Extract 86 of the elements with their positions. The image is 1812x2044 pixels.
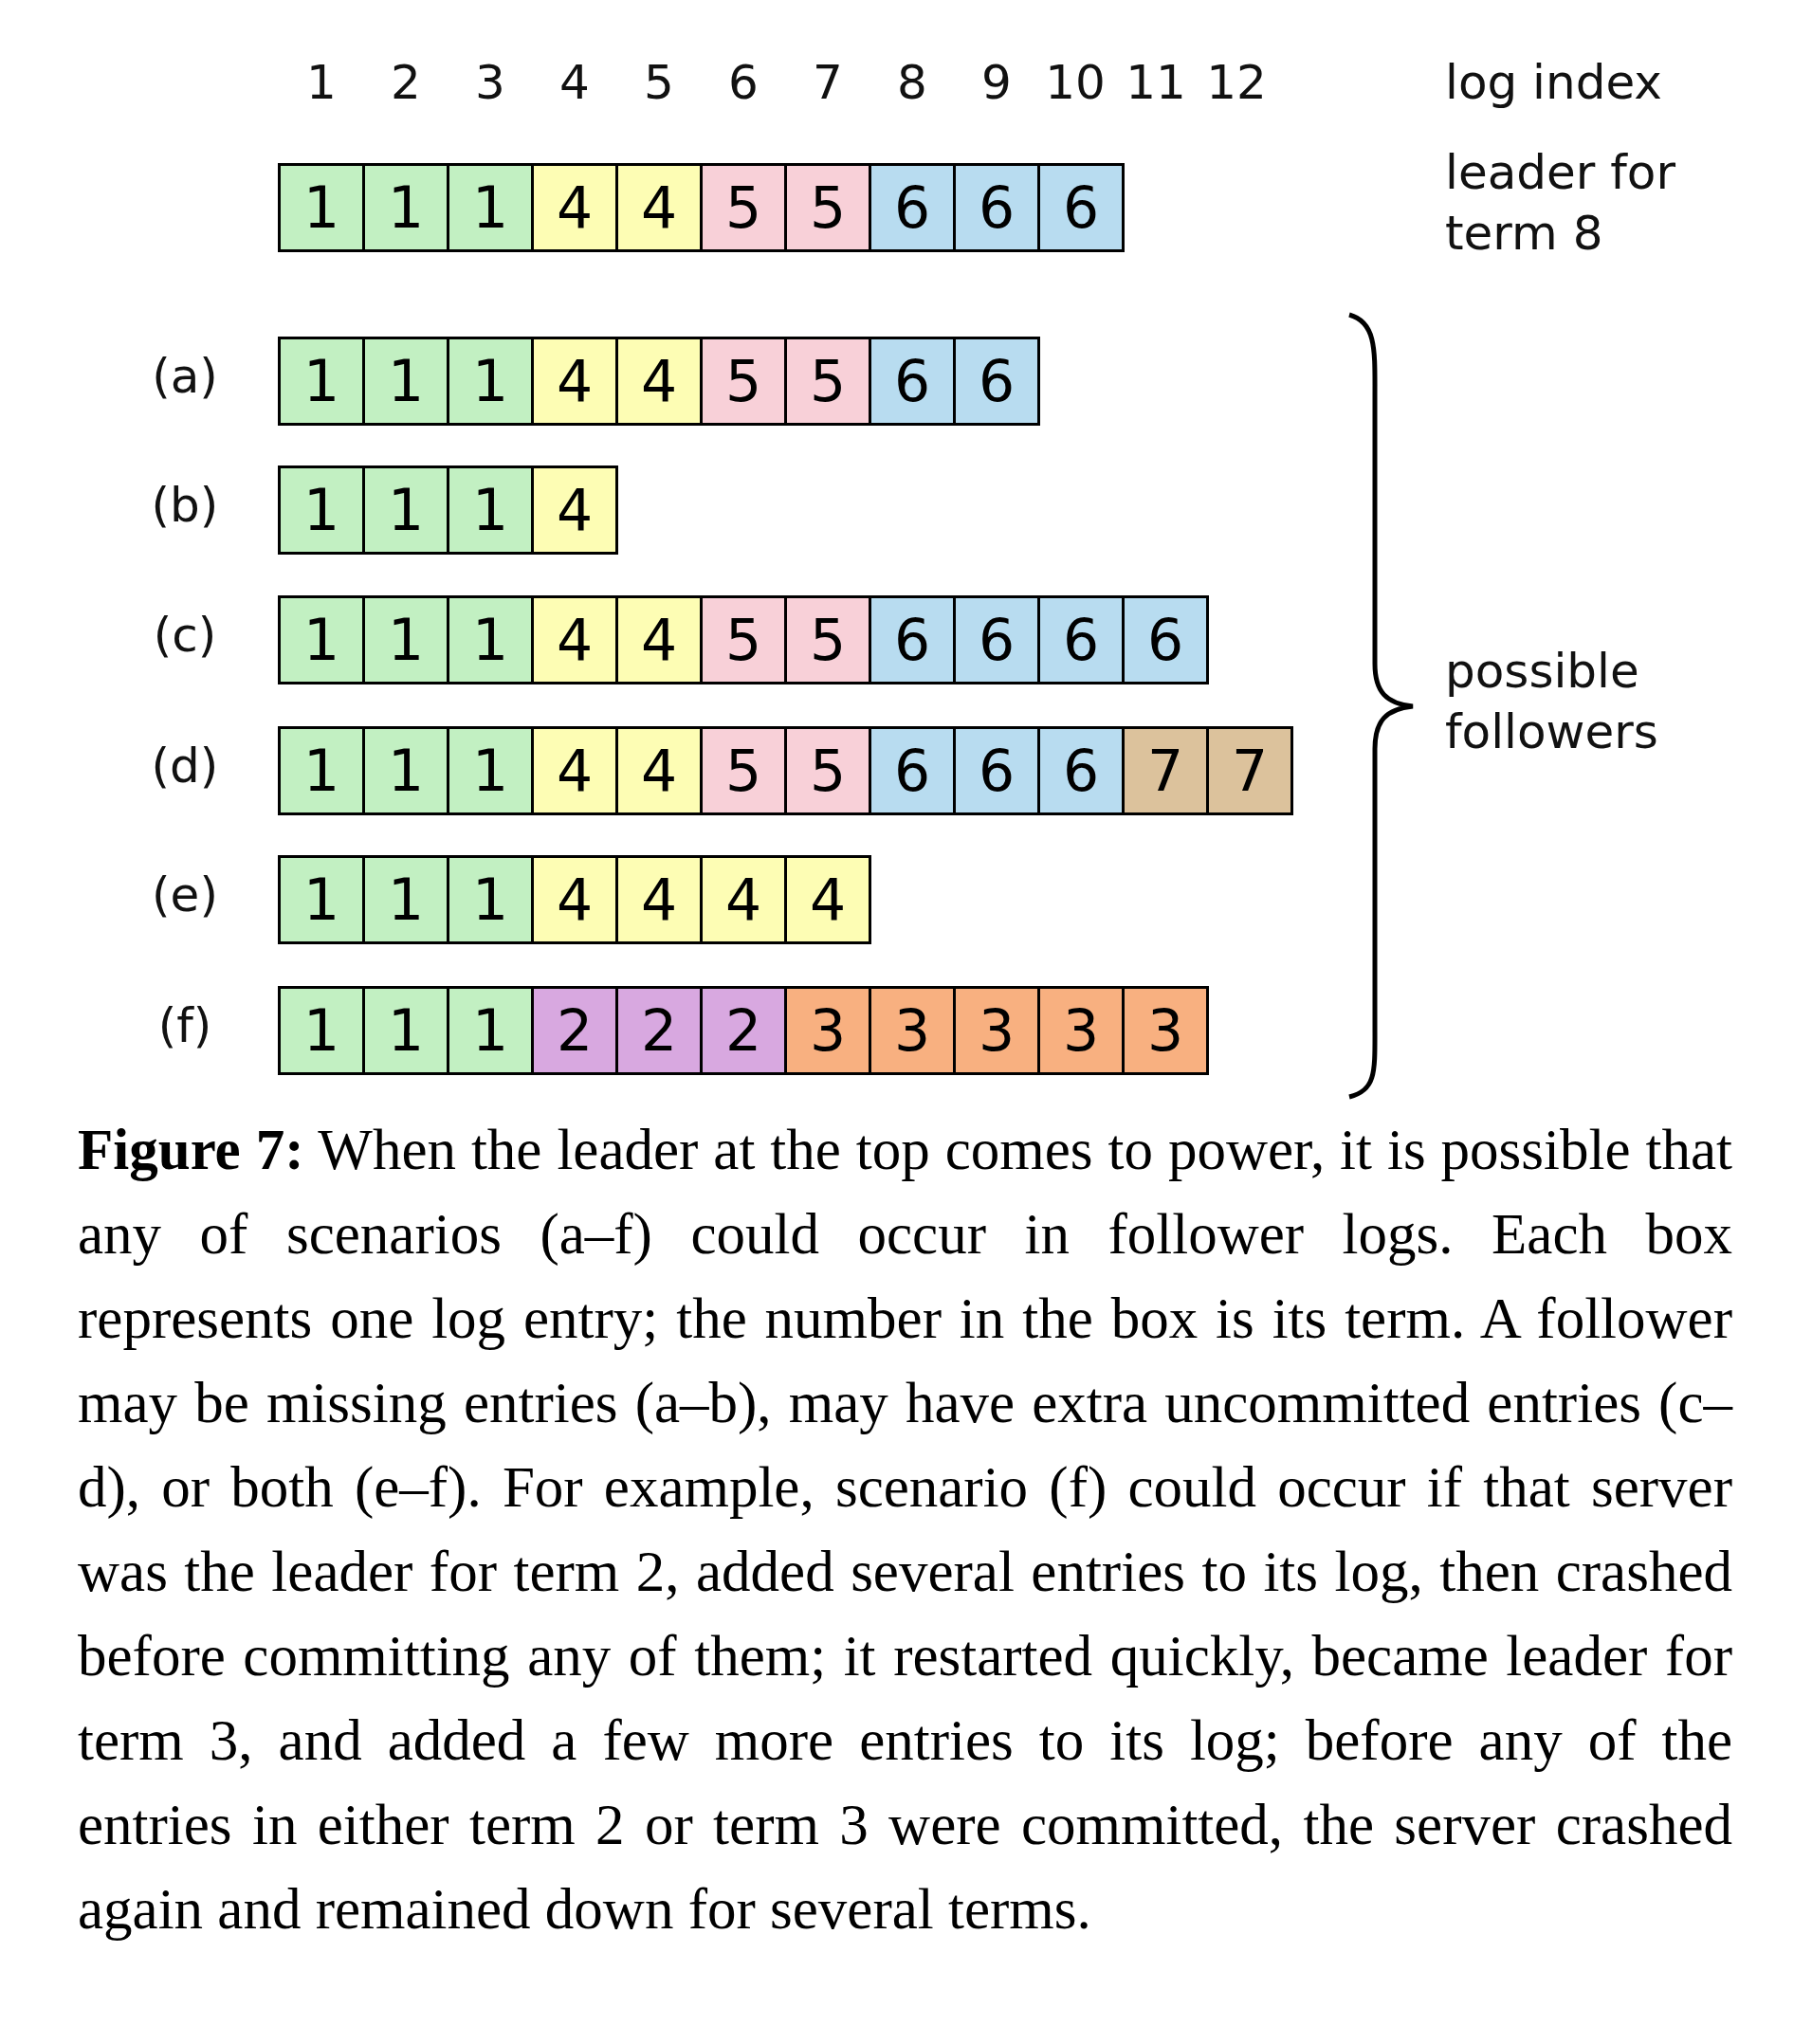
log-entry-box: 1	[362, 337, 449, 426]
log-entry-box: 6	[869, 595, 956, 684]
log-entry-box: 1	[447, 163, 534, 252]
log-entry-box: 4	[615, 726, 703, 815]
column-index: 1	[305, 54, 338, 112]
log-entry-box: 4	[531, 337, 618, 426]
log-entry-box: 1	[278, 163, 365, 252]
log-entry-box: 1	[278, 986, 365, 1075]
row-label: (e)	[151, 867, 219, 924]
log-entry-box: 6	[1037, 726, 1125, 815]
log-entry-box: 4	[531, 595, 618, 684]
column-index: 7	[812, 54, 844, 112]
log-entry-box: 1	[362, 163, 449, 252]
log-entry-box: 4	[700, 855, 787, 944]
row-title: leader for term 8	[1445, 144, 1676, 263]
group-label: possible followers	[1445, 643, 1659, 761]
column-index: 12	[1205, 54, 1268, 112]
log-entry-box: 2	[700, 986, 787, 1075]
log-entry-box: 1	[362, 986, 449, 1075]
log-entry-box: 1	[447, 465, 534, 555]
column-index: 3	[474, 54, 506, 112]
log-entry-box: 4	[531, 465, 618, 555]
log-entry-box: 4	[531, 855, 618, 944]
log-entry-box: 3	[869, 986, 956, 1075]
log-entry-box: 1	[362, 855, 449, 944]
log-entry-box: 1	[278, 855, 365, 944]
log-entry-box: 5	[784, 726, 871, 815]
log-entry-box: 7	[1122, 726, 1209, 815]
log-entry-box: 6	[1037, 163, 1125, 252]
log-entry-box: 3	[1037, 986, 1125, 1075]
log-entry-box: 4	[531, 163, 618, 252]
column-index: 11	[1125, 54, 1187, 112]
log-entry-box: 5	[784, 337, 871, 426]
log-entry-box: 2	[531, 986, 618, 1075]
log-entry-box: 6	[1122, 595, 1209, 684]
column-index: 5	[643, 54, 675, 112]
log-entry-box: 7	[1206, 726, 1293, 815]
log-entry-box: 5	[784, 595, 871, 684]
log-entry-box: 1	[278, 595, 365, 684]
log-entry-box: 3	[953, 986, 1040, 1075]
log-entry-box: 6	[953, 726, 1040, 815]
column-index: 2	[390, 54, 422, 112]
log-entry-box: 3	[784, 986, 871, 1075]
log-entry-box: 1	[278, 465, 365, 555]
log-entry-box: 1	[278, 337, 365, 426]
log-entry-box: 1	[362, 465, 449, 555]
row-label: (c)	[152, 607, 218, 665]
log-entry-box: 4	[615, 337, 703, 426]
column-index: 4	[558, 54, 591, 112]
log-entry-box: 2	[615, 986, 703, 1075]
log-entry-box: 5	[700, 595, 787, 684]
log-entry-box: 6	[953, 595, 1040, 684]
log-entry-box: 6	[869, 163, 956, 252]
log-entry-box: 3	[1122, 986, 1209, 1075]
row-label: (b)	[150, 477, 220, 535]
row-label: (f)	[156, 997, 213, 1055]
log-entry-box: 4	[615, 855, 703, 944]
column-index: 8	[896, 54, 928, 112]
axis-title: log index	[1445, 54, 1663, 112]
log-entry-box: 1	[362, 595, 449, 684]
log-entry-box: 6	[869, 726, 956, 815]
log-entry-box: 5	[700, 726, 787, 815]
log-entry-box: 6	[953, 337, 1040, 426]
column-index: 6	[727, 54, 760, 112]
log-entry-box: 5	[700, 163, 787, 252]
log-entry-box: 4	[615, 595, 703, 684]
log-entry-box: 1	[362, 726, 449, 815]
column-index: 10	[1044, 54, 1107, 112]
column-index: 9	[980, 54, 1013, 112]
row-label: (d)	[150, 738, 220, 795]
row-label: (a)	[151, 348, 219, 406]
log-entry-box: 1	[447, 855, 534, 944]
log-entry-box: 1	[447, 595, 534, 684]
log-entry-box: 6	[1037, 595, 1125, 684]
log-entry-box: 4	[615, 163, 703, 252]
log-entry-box: 5	[700, 337, 787, 426]
log-entry-box: 5	[784, 163, 871, 252]
log-entry-box: 1	[447, 726, 534, 815]
log-entry-box: 4	[531, 726, 618, 815]
figure-caption: Figure 7: When the leader at the top comes to power, it is possible that any of scenarios (a–f) could occur in follower logs. Each box represents one log entry; the number in the box is its term. A follower may be missing entries (a–b), may have extra uncommitted entries (c–d), or both (e–f). For example, scenario (f) could occur if that server was the leader for term 2, added several entries to its log, then crashed before committing any of them; it restarted quickly, became leader for term 3, and added a few more entries to its log; before any of the entries in either term 2 or term 3 were committed, the server crashed again and remained down for several terms.	[78, 1117, 1732, 1943]
log-entry-box: 1	[447, 337, 534, 426]
log-entry-box: 4	[784, 855, 871, 944]
log-entry-box: 1	[447, 986, 534, 1075]
log-entry-box: 6	[869, 337, 956, 426]
log-entry-box: 1	[278, 726, 365, 815]
log-entry-box: 6	[953, 163, 1040, 252]
